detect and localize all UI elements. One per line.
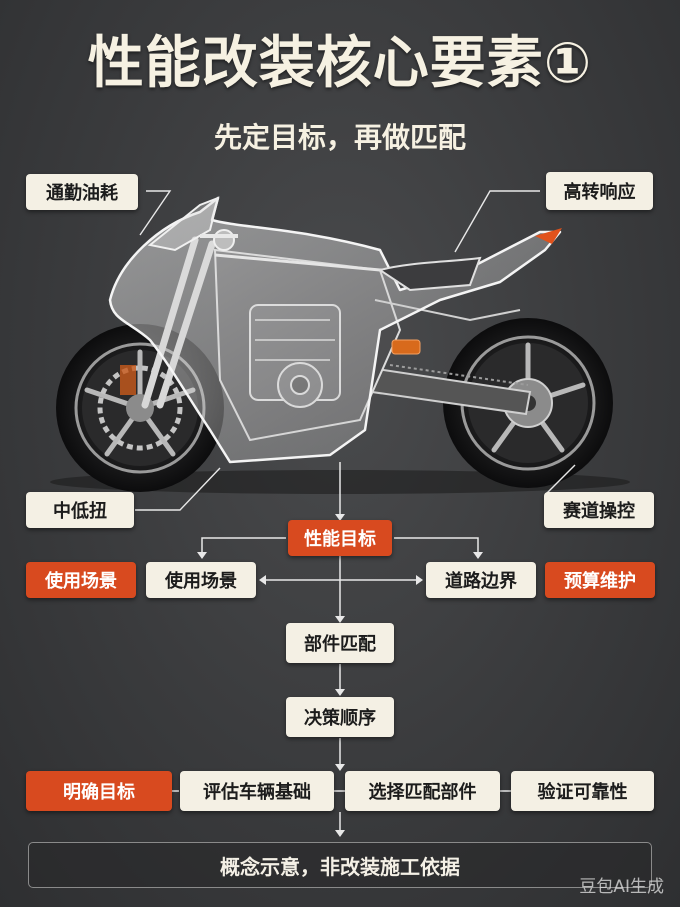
- decision-order-node: 决策顺序: [286, 697, 394, 737]
- page-subtitle: 先定目标，再做匹配: [213, 121, 466, 154]
- rear-shock: [391, 339, 421, 355]
- flow-connectors: [172, 462, 511, 837]
- performance-goal-node: 性能目标: [288, 520, 392, 556]
- disclaimer-footer: 概念示意，非改装施工依据: [28, 842, 652, 888]
- step-evaluate-vehicle: 评估车辆基础: [180, 771, 334, 811]
- watermark: 豆包AI生成: [579, 877, 664, 897]
- tag-use-scene: 使用场景: [26, 562, 136, 598]
- tail-light: [535, 228, 562, 244]
- road-limit-node: 道路边界: [426, 562, 536, 598]
- step-clarify-goal: 明确目标: [26, 771, 172, 811]
- callout-lines: [135, 190, 576, 511]
- callout-low-mid-torque: 中低扭: [26, 492, 134, 528]
- parts-match-node: 部件匹配: [286, 623, 394, 663]
- tag-budget-maintenance: 预算维护: [545, 562, 655, 598]
- callout-track-handling: 赛道操控: [544, 492, 654, 528]
- use-scene-node: 使用场景: [146, 562, 256, 598]
- step-verify-reliability: 验证可靠性: [511, 771, 654, 811]
- callout-commute-fuel: 通勤油耗: [26, 174, 138, 210]
- windscreen: [147, 196, 220, 252]
- step-select-parts: 选择匹配部件: [345, 771, 500, 811]
- seat: [377, 256, 482, 292]
- callout-high-rpm-response: 高转响应: [546, 172, 653, 210]
- page-title: 性能改装核心要素①: [87, 31, 593, 96]
